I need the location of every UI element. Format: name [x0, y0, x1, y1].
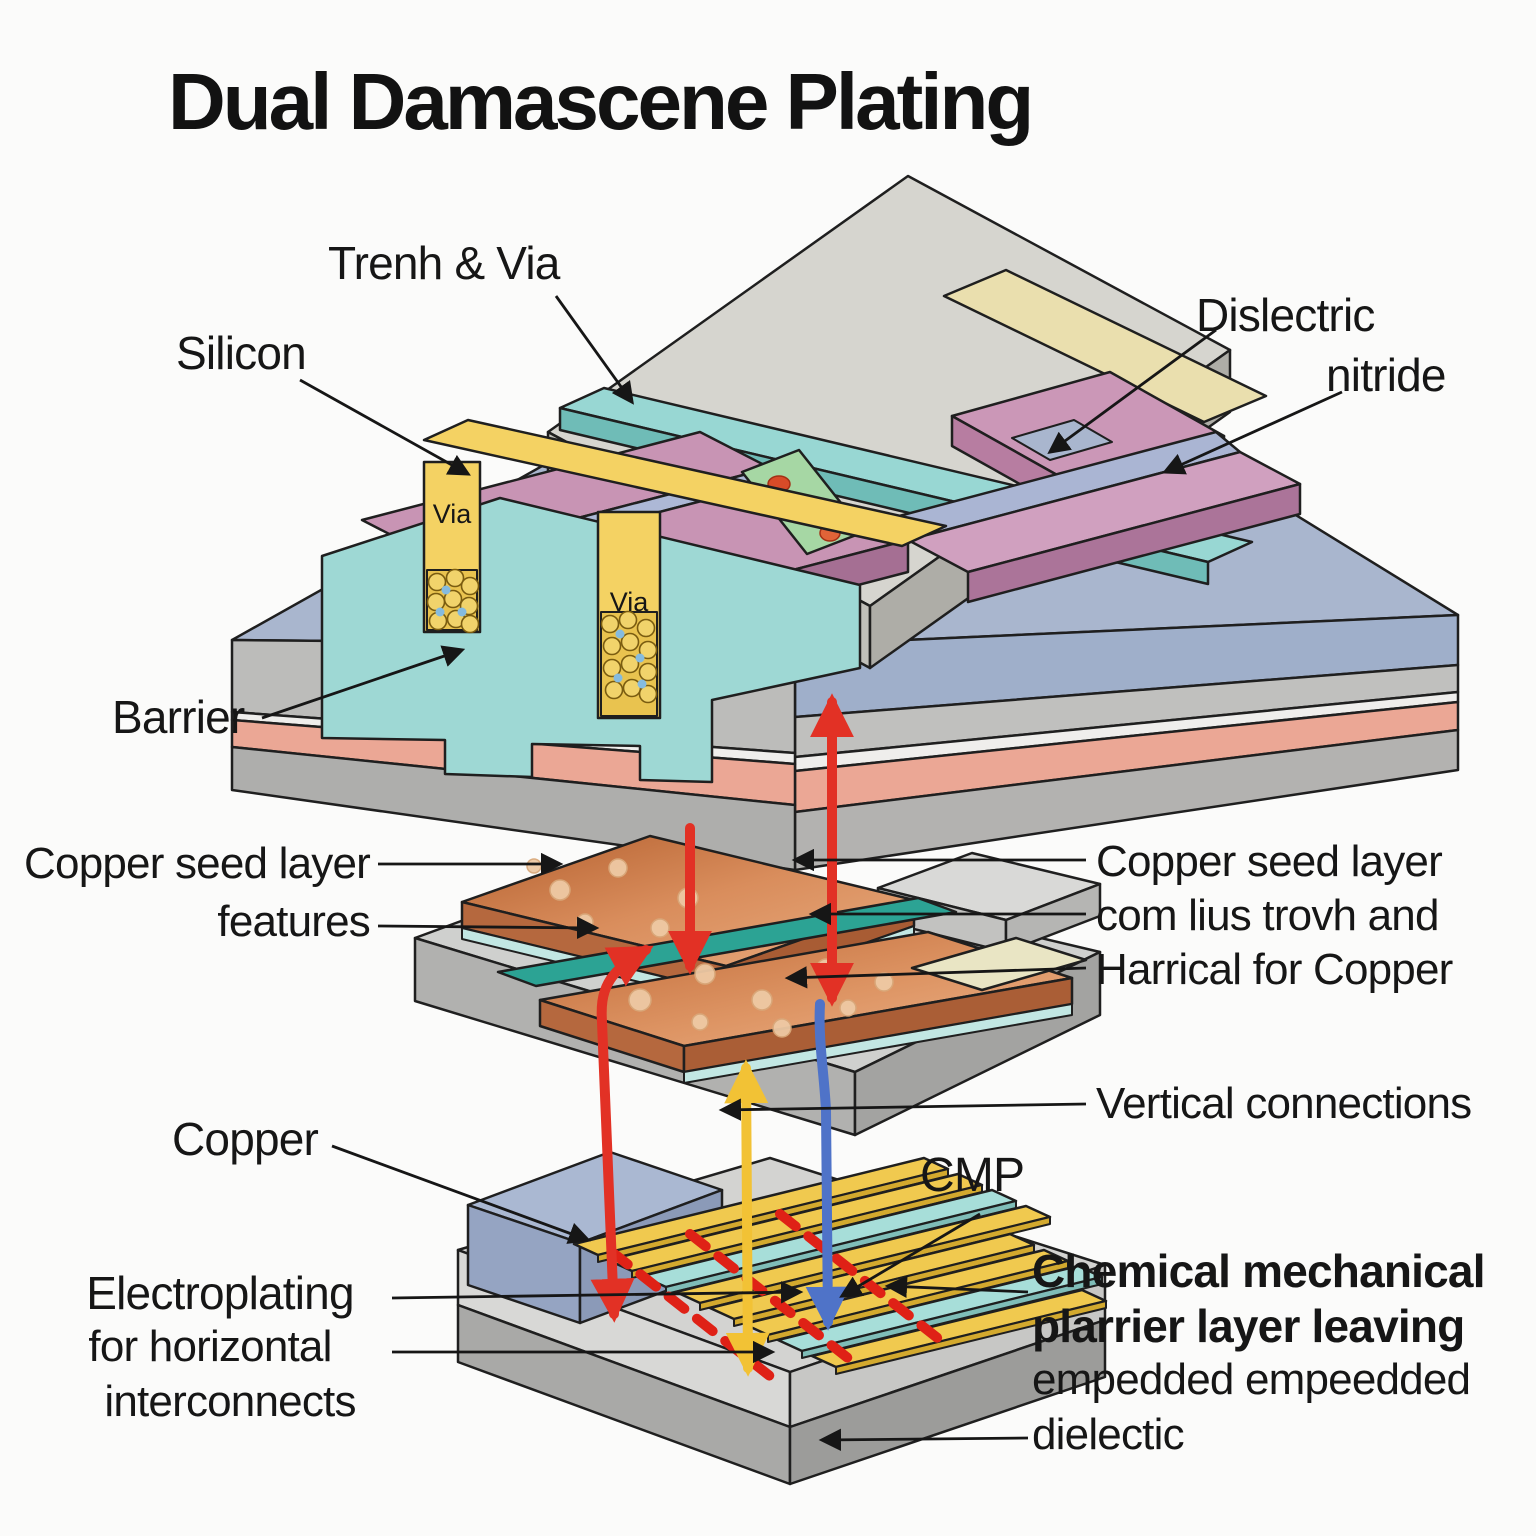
yellow-trench-rail: [422, 418, 948, 548]
blue-arrow: [805, 999, 850, 1331]
label-chem-1: Chemical mechanical: [1032, 1245, 1485, 1297]
via1-tower: [422, 460, 482, 634]
red-curve-arrow: [590, 945, 654, 1323]
leader-copper: [331, 1144, 592, 1244]
label-vertical-connections: Vertical connections: [1096, 1079, 1472, 1128]
leader-seed-left2: [377, 916, 600, 940]
label-electroplating-1: Electroplating: [86, 1267, 354, 1319]
top-block: [230, 174, 1460, 872]
leader-barrier: [261, 645, 466, 720]
label-cmp: CMP: [920, 1149, 1025, 1202]
label-barrier: Barrier: [112, 691, 245, 743]
label-electroplating-3: interconnects: [104, 1377, 356, 1426]
leader-lines: [261, 295, 1343, 1452]
leader-electro1: [391, 1281, 804, 1304]
label-via-2: Via: [609, 587, 649, 617]
yellow-arrow: [724, 1059, 770, 1377]
page-title: Dual Damascene Plating: [168, 57, 1034, 146]
label-trench-via: Trenh & Via: [328, 237, 560, 289]
leader-silicon: [299, 378, 471, 476]
label-copper: Copper: [172, 1113, 319, 1165]
leader-seed-r3: [784, 966, 1087, 989]
right-side-layers: [793, 613, 1460, 872]
leader-trench-via: [554, 295, 634, 405]
middle-block: [413, 834, 1102, 1137]
leader-dielectic: [818, 1428, 1029, 1452]
label-seed-right-1: Copper seed layer: [1096, 837, 1443, 886]
label-silicon: Silicon: [176, 327, 307, 379]
label-seed-left-1: Copper seed layer: [24, 839, 371, 888]
label-seed-right-3: Harrical for Copper: [1096, 945, 1453, 994]
label-chem-2: plarrier layer leaving: [1032, 1300, 1465, 1352]
label-chem-4: dielectic: [1032, 1410, 1185, 1459]
leader-nitride: [1161, 390, 1343, 475]
leader-dielectric: [1047, 328, 1217, 454]
leader-cmp: [839, 1212, 981, 1298]
label-chem-3: empedded empeedded: [1032, 1355, 1471, 1404]
leader-vertical: [718, 1098, 1087, 1121]
via2-tower: [596, 510, 662, 720]
leader-chem: [884, 1275, 1029, 1299]
label-seed-right-2: com lius trovh and: [1096, 891, 1439, 940]
label-seed-left-2: features: [217, 897, 370, 946]
label-nitride: nitride: [1326, 349, 1446, 401]
label-via-1: Via: [432, 499, 472, 529]
label-dielectric: Dislectric: [1196, 289, 1375, 341]
beige-strip: [910, 936, 1088, 992]
process-arrows: [590, 693, 855, 1377]
label-electroplating-2: for horizontal: [88, 1322, 332, 1371]
